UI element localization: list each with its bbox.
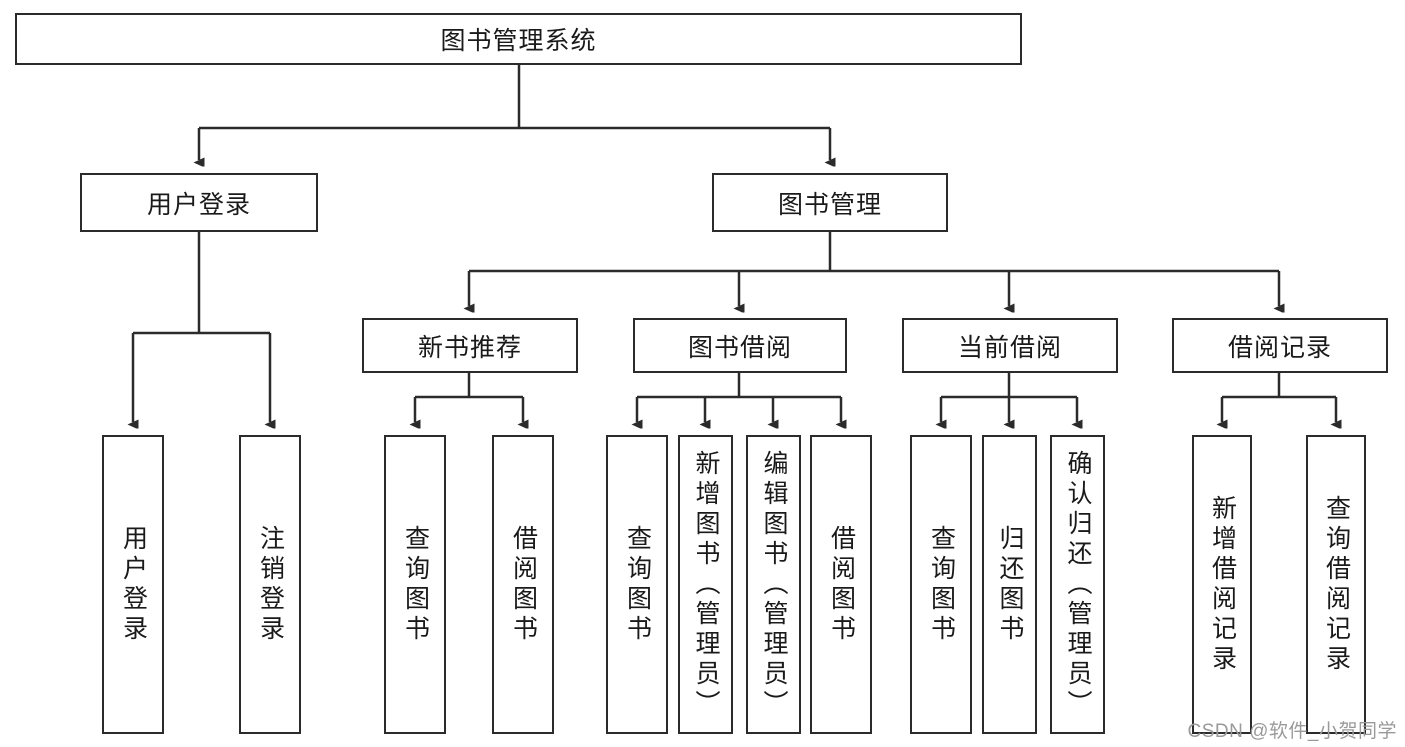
node-leaf-add-book-label: 新增图书（管理员） (692, 449, 720, 720)
node-book-manage[interactable]: 图书管理 (712, 173, 948, 232)
node-leaf-return-book[interactable]: 归还图书 (982, 435, 1037, 734)
node-leaf-user-logout[interactable]: 注销登录 (239, 435, 301, 734)
node-leaf-query-book-2[interactable]: 查询图书 (606, 435, 668, 734)
node-book-manage-label: 图书管理 (777, 190, 882, 219)
node-leaf-add-book[interactable]: 新增图书（管理员） (678, 435, 733, 734)
node-leaf-edit-book[interactable]: 编辑图书（管理员） (746, 435, 801, 734)
node-root[interactable]: 图书管理系统 (15, 13, 1022, 65)
node-leaf-query-record[interactable]: 查询借阅记录 (1306, 435, 1366, 734)
node-leaf-borrow-book-2-label: 借阅图书 (827, 524, 856, 645)
csdn-watermark: CSDN @软件_小贺同学 (1187, 721, 1397, 742)
node-user-login-label: 用户登录 (146, 190, 251, 219)
node-leaf-add-record[interactable]: 新增借阅记录 (1192, 435, 1252, 734)
node-book-borrow[interactable]: 图书借阅 (633, 318, 847, 373)
node-leaf-return-book-label: 归还图书 (996, 524, 1024, 645)
node-leaf-edit-book-label: 编辑图书（管理员） (760, 449, 788, 720)
node-leaf-add-record-label: 新增借阅记录 (1208, 494, 1237, 675)
node-leaf-query-book-1-label: 查询图书 (401, 524, 430, 645)
node-leaf-confirm-return-label: 确认归还（管理员） (1064, 449, 1092, 720)
node-leaf-user-login[interactable]: 用户登录 (102, 435, 164, 734)
node-leaf-query-book-2-label: 查询图书 (623, 524, 652, 645)
node-leaf-borrow-book-1[interactable]: 借阅图书 (492, 435, 554, 734)
node-borrow-record[interactable]: 借阅记录 (1172, 318, 1388, 373)
node-book-borrow-label: 图书借阅 (687, 333, 792, 362)
node-current-borrow-label: 当前借阅 (957, 333, 1062, 362)
node-root-label: 图书管理系统 (440, 27, 597, 55)
node-new-book-recommend-label: 新书推荐 (417, 333, 522, 362)
node-new-book-recommend[interactable]: 新书推荐 (362, 318, 578, 373)
node-leaf-borrow-book-2[interactable]: 借阅图书 (810, 435, 872, 734)
node-user-login[interactable]: 用户登录 (80, 173, 318, 232)
node-leaf-user-login-label: 用户登录 (119, 524, 148, 645)
node-leaf-query-book-3-label: 查询图书 (927, 524, 956, 645)
node-leaf-borrow-book-1-label: 借阅图书 (509, 524, 538, 645)
node-leaf-query-book-3[interactable]: 查询图书 (910, 435, 972, 734)
node-leaf-user-logout-label: 注销登录 (256, 524, 285, 645)
node-current-borrow[interactable]: 当前借阅 (902, 318, 1118, 373)
node-borrow-record-label: 借阅记录 (1227, 333, 1332, 362)
node-leaf-query-book-1[interactable]: 查询图书 (384, 435, 446, 734)
node-leaf-query-record-label: 查询借阅记录 (1322, 494, 1351, 675)
node-leaf-confirm-return[interactable]: 确认归还（管理员） (1050, 435, 1105, 734)
